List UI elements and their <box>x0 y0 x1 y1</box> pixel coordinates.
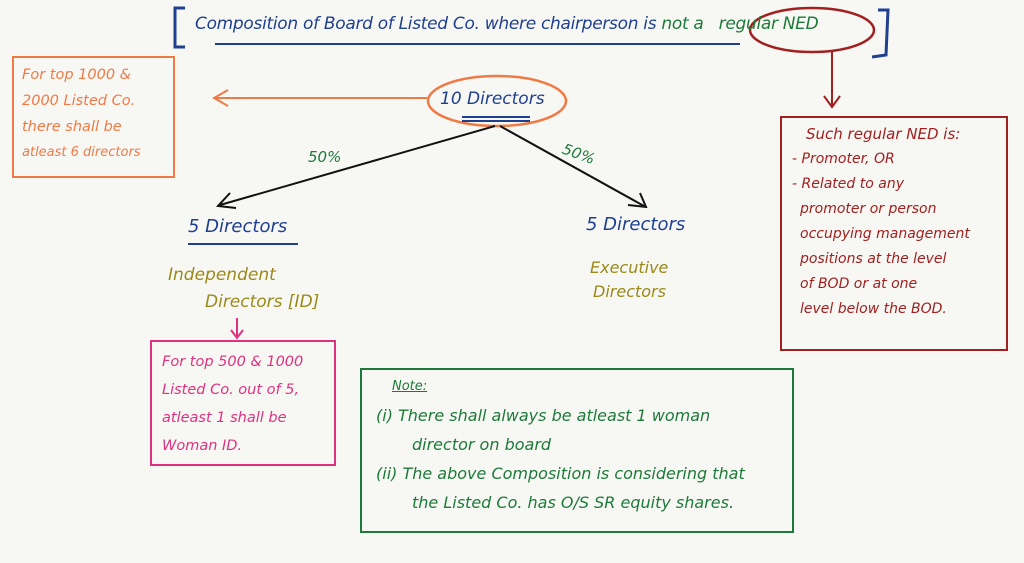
left-note-line: 2000 Listed Co. <box>22 93 136 109</box>
left-note-line: there shall be <box>22 119 122 135</box>
page-title: Composition of Board of Listed Co. where… <box>195 14 819 34</box>
pink-note-line: Listed Co. out of 5, <box>162 382 300 398</box>
title-text: Composition of Board of Listed Co. where… <box>195 14 657 34</box>
executive-label: Directors <box>593 282 666 301</box>
title-highlight: not a <box>661 14 704 34</box>
pink-note-line: For top 500 & 1000 <box>162 354 304 370</box>
independent-label: Independent <box>168 265 276 285</box>
arrow-to-red-box <box>823 52 841 109</box>
title-bracket-left <box>173 6 185 49</box>
pink-note-line: atleast 1 shall be <box>162 410 287 426</box>
ned-line: Such regular NED is: <box>806 125 961 143</box>
independent-label: Directors [ID] <box>205 292 320 312</box>
ned-line: - Promoter, OR <box>792 151 895 167</box>
note-item: (i) There shall always be atleast 1 woma… <box>376 406 711 425</box>
notes-heading: Note: <box>392 379 428 394</box>
note-item: (ii) The above Composition is considerin… <box>376 464 745 483</box>
ned-line: - Related to any <box>792 176 904 192</box>
left-note-line: For top 1000 & <box>22 67 131 83</box>
left-percent: 50% <box>308 148 342 166</box>
ned-line: positions at the level <box>800 251 947 267</box>
right-branch-label: 5 Directors <box>586 214 686 235</box>
note-item: the Listed Co. has O/S SR equity shares. <box>412 493 735 512</box>
title-circled: regular NED <box>718 14 819 34</box>
regular-ned-box: Such regular NED is: - Promoter, OR - Re… <box>780 116 1008 351</box>
arrow-left-branch <box>215 125 496 209</box>
ned-line: level below the BOD. <box>800 301 947 317</box>
pink-note-line: Woman ID. <box>162 438 243 454</box>
ned-line: of BOD or at one <box>800 276 918 292</box>
regular-ned-circle <box>748 6 876 54</box>
notes-box: Note: (i) There shall always be atleast … <box>360 368 794 533</box>
note-item: director on board <box>412 435 552 454</box>
arrow-right-branch <box>499 125 648 209</box>
executive-label: Executive <box>590 258 669 277</box>
left-branch-label: 5 Directors <box>188 216 288 237</box>
arrow-to-pink-box <box>230 318 244 340</box>
root-oval <box>426 74 568 128</box>
ned-line: promoter or person <box>800 201 937 217</box>
root-label: 10 Directors <box>440 89 545 109</box>
title-bracket-right <box>871 8 890 59</box>
arrow-to-left-note <box>211 89 427 107</box>
left-note-line: atleast 6 directors <box>22 145 141 160</box>
ned-line: occupying management <box>800 226 970 242</box>
left-note-box: For top 1000 & 2000 Listed Co. there sha… <box>12 56 175 178</box>
woman-id-box: For top 500 & 1000 Listed Co. out of 5, … <box>150 340 336 466</box>
